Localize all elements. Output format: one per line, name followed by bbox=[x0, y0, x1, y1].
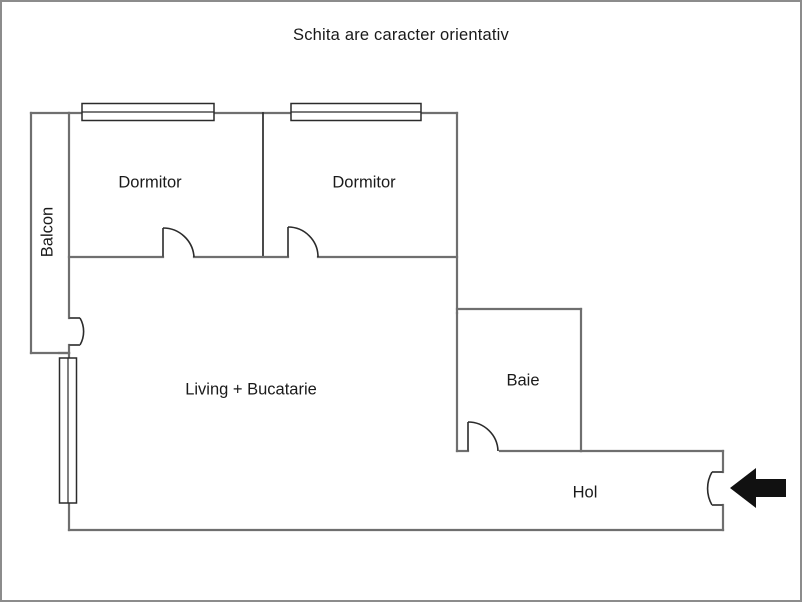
door-balcon bbox=[69, 317, 85, 346]
door-baie bbox=[467, 421, 499, 452]
page-title: Schita are caracter orientativ bbox=[292, 26, 509, 44]
room-label-dormitor-2: Dormitor bbox=[332, 173, 396, 191]
wall-group-interior bbox=[67, 112, 459, 259]
room-label-balcon: Balcon bbox=[38, 207, 56, 257]
room-label-group: Balcon Dormitor Dormitor Living + Bucata… bbox=[38, 173, 597, 501]
window-group bbox=[58, 102, 422, 504]
room-label-dormitor-1: Dormitor bbox=[118, 173, 182, 191]
door-entrance bbox=[706, 471, 723, 506]
door-dormitor-1 bbox=[162, 227, 195, 258]
window-dormitor-1 bbox=[81, 102, 215, 122]
entrance-arrow bbox=[730, 468, 786, 508]
room-label-baie: Baie bbox=[506, 371, 539, 389]
window-dormitor-2 bbox=[290, 102, 422, 122]
room-label-living: Living + Bucatarie bbox=[185, 380, 317, 398]
door-group bbox=[69, 226, 723, 506]
room-label-hol: Hol bbox=[573, 483, 598, 501]
window-living bbox=[58, 357, 78, 504]
door-dormitor-2 bbox=[287, 226, 319, 258]
